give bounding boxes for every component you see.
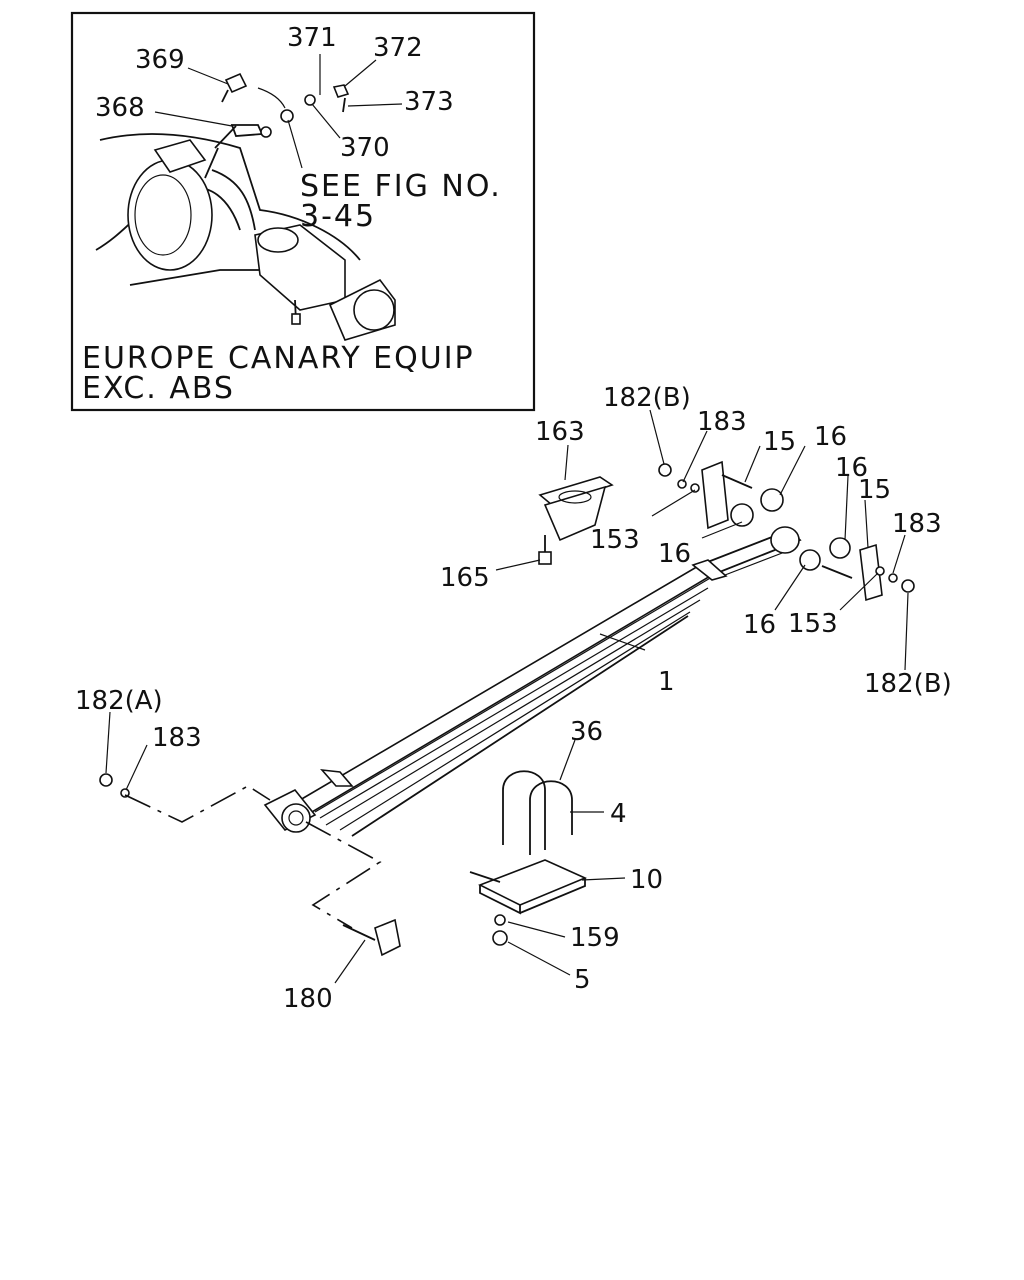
callout-370: 370	[340, 133, 390, 163]
inset-leaders	[154, 54, 403, 169]
callout-159: 159	[570, 923, 620, 953]
callout-182-b-top: 182(B)	[603, 383, 691, 413]
callout-4: 4	[610, 799, 627, 829]
callout-371: 371	[287, 23, 337, 53]
callout-180: 180	[283, 984, 333, 1014]
bumper-163	[538, 476, 614, 565]
callout-165: 165	[440, 563, 490, 593]
callout-1: 1	[658, 667, 675, 697]
leader-lines	[105, 409, 909, 984]
callout-153-left: 153	[590, 525, 640, 555]
leaf-spring-drawing	[263, 526, 802, 837]
callout-36: 36	[570, 717, 603, 747]
callout-368: 368	[95, 93, 145, 123]
callout-183-top: 183	[697, 407, 747, 437]
callout-182-b-bottom: 182(B)	[864, 669, 952, 699]
front-hanger-parts	[99, 773, 401, 957]
callout-16-top: 16	[814, 422, 847, 452]
inset-panel: 369 368 371 372 373 370 SEE FIG NO. 3-45…	[70, 11, 536, 412]
callout-183-left: 183	[152, 723, 202, 753]
wear-sensor-parts	[204, 72, 350, 179]
callout-182-a: 182(A)	[75, 686, 163, 716]
equip-note-line2: EXC. ABS	[82, 371, 235, 406]
callout-369: 369	[135, 45, 185, 75]
equip-note-line1: EUROPE CANARY EQUIP	[82, 341, 475, 376]
callout-163: 163	[535, 417, 585, 447]
see-fig-number: 3-45	[300, 199, 376, 234]
u-bolt-assembly	[469, 770, 588, 946]
callout-153-right: 153	[788, 609, 838, 639]
axle-housing-drawing	[95, 133, 396, 341]
callout-10: 10	[630, 865, 663, 895]
callout-15-right: 15	[858, 475, 891, 505]
callout-183-right: 183	[892, 509, 942, 539]
shackle-parts	[658, 460, 915, 602]
callout-5: 5	[574, 965, 591, 995]
see-fig-note: SEE FIG NO.	[300, 169, 502, 204]
callout-372: 372	[373, 33, 423, 63]
callout-15-left: 15	[763, 427, 796, 457]
callout-16-mid-left: 16	[658, 539, 691, 569]
callout-373: 373	[404, 87, 454, 117]
callout-labels: 1 4 5 10 15 15 16 16 16 16 36 153 153 15…	[75, 383, 952, 1014]
callout-16-mid-right: 16	[835, 453, 868, 483]
callout-16-bottom: 16	[743, 610, 776, 640]
